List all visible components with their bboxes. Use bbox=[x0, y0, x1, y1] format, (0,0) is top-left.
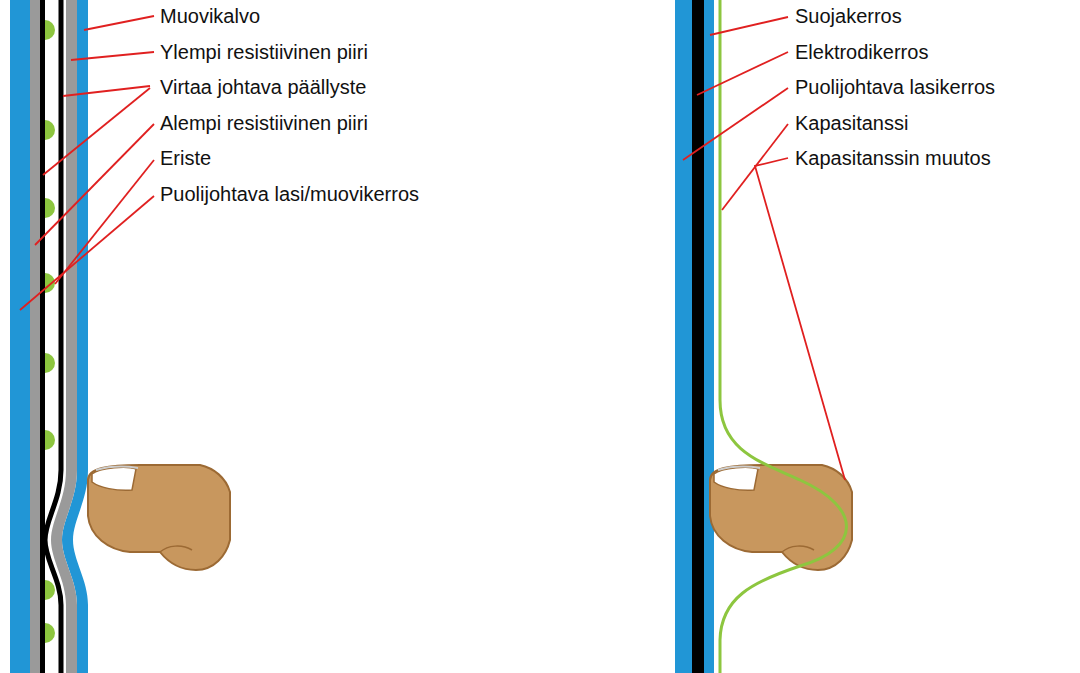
part-label: Kapasitanssin muutos bbox=[795, 146, 991, 170]
part-label: Ylempi resistiivinen piiri bbox=[160, 40, 368, 64]
part-label: Alempi resistiivinen piiri bbox=[160, 111, 368, 135]
finger bbox=[710, 465, 852, 570]
finger bbox=[88, 465, 230, 570]
part-label: Puolijohtava lasikerros bbox=[795, 75, 995, 99]
capacitance-curve bbox=[720, 0, 847, 673]
part-label: Eriste bbox=[160, 146, 211, 170]
leader-lines bbox=[20, 16, 845, 480]
part-label: Suojakerros bbox=[795, 4, 902, 28]
part-label: Elektrodikerros bbox=[795, 40, 928, 64]
part-label: Virtaa johtava päällyste bbox=[160, 75, 366, 99]
electrode-layer bbox=[692, 0, 704, 673]
part-label: Kapasitanssi bbox=[795, 111, 908, 135]
protective-layer bbox=[704, 0, 714, 673]
upper-coating bbox=[45, 0, 61, 673]
part-label: Muovikalvo bbox=[160, 4, 260, 28]
lower-coating bbox=[40, 0, 45, 673]
glass-layer bbox=[675, 0, 692, 673]
lower-circuit bbox=[30, 0, 40, 673]
part-label: Puolijohtava lasi/muovikerros bbox=[160, 182, 419, 206]
glass-layer bbox=[10, 0, 30, 673]
